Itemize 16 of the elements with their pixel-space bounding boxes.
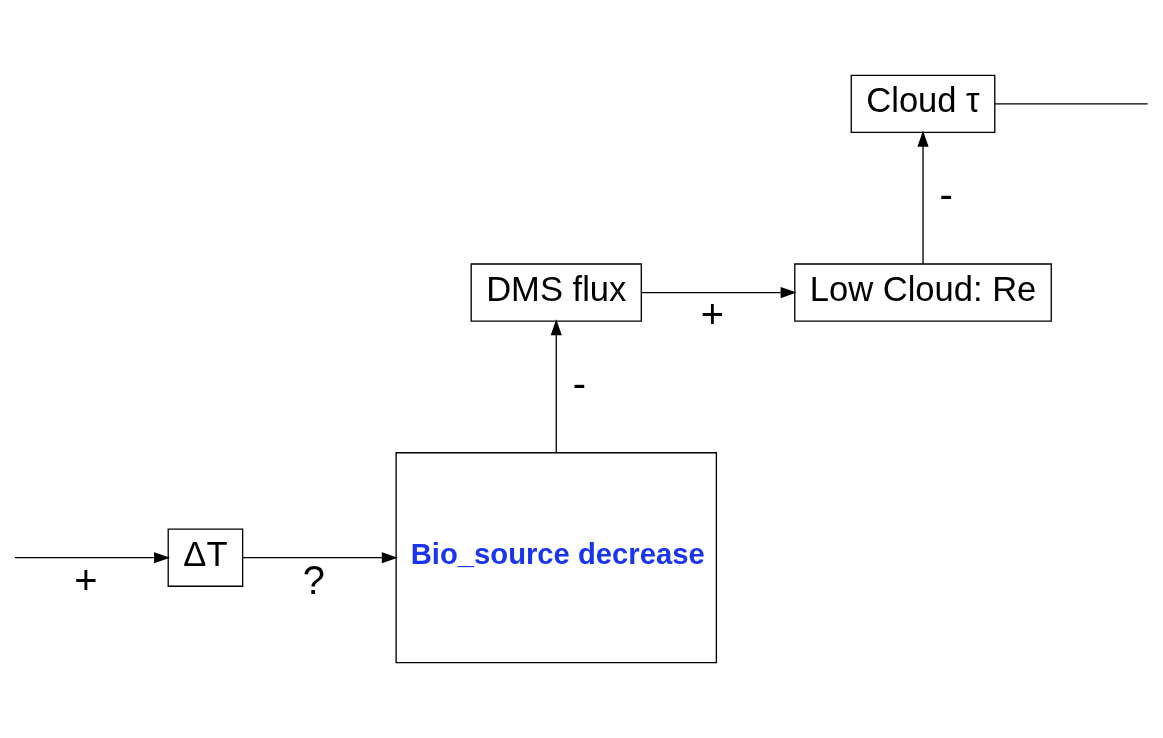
node-box: Cloud τ [850,74,996,134]
edge-label: + [74,557,98,602]
arrow [640,287,797,299]
edge-label: - [939,172,953,217]
arrow [242,552,398,564]
node-box: Low Cloud: Re [794,263,1052,322]
edge-label: ? [302,557,325,602]
node-box: DMS flux [470,263,642,322]
edge-label: + [700,292,725,337]
connector [994,103,1149,105]
arrow [550,319,562,454]
edge-label: - [572,360,586,405]
arrow [917,130,929,265]
arrow [14,552,171,564]
node-box: ΔT [167,528,244,587]
node-box: Bio_source decrease [395,452,718,664]
